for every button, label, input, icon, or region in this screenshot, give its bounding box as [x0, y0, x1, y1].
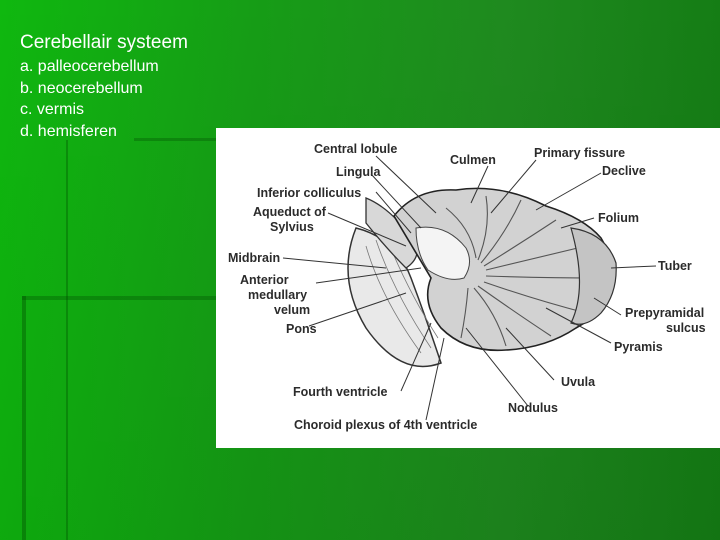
list-item: d. hemisferen	[20, 122, 117, 140]
label-fourth-ventricle: Fourth ventricle	[293, 385, 388, 399]
label-midbrain: Midbrain	[228, 251, 280, 265]
list-item: b. neocerebellum	[20, 79, 143, 97]
slide-bullet-list: a. palleocerebellum b. neocerebellum c. …	[20, 56, 159, 142]
label-choroid-plexus: Choroid plexus of 4th ventricle	[294, 418, 477, 432]
decorative-stripe	[22, 296, 26, 540]
leader-lines	[282, 155, 657, 421]
decorative-stripe	[66, 140, 68, 540]
label-pyramis: Pyramis	[614, 340, 663, 354]
white-matter-core	[415, 226, 470, 280]
label-uvula: Uvula	[561, 375, 596, 389]
label-folium: Folium	[598, 211, 639, 225]
arbor-vitae	[445, 195, 602, 347]
label-prepyramidal-line2: sulcus	[666, 321, 706, 335]
label-velum: velum	[274, 303, 310, 317]
hemisphere-lobe	[570, 227, 617, 325]
list-item: a. palleocerebellum	[20, 58, 159, 75]
midbrain-shape	[365, 197, 418, 269]
label-nodulus: Nodulus	[508, 401, 558, 415]
label-central-lobule: Central lobule	[314, 142, 397, 156]
label-lingula: Lingula	[336, 165, 381, 179]
label-prepyramidal-line1: Prepyramidal	[625, 306, 704, 320]
label-medullary: medullary	[248, 288, 307, 302]
label-primary-fissure: Primary fissure	[534, 146, 625, 160]
cerebellum-diagram: Central lobule Culmen Primary fissure Li…	[228, 142, 706, 432]
label-declive: Declive	[602, 164, 646, 178]
cerebellum-figure: Central lobule Culmen Primary fissure Li…	[216, 128, 720, 448]
decorative-stripe	[134, 138, 216, 141]
slide-title: Cerebellair systeem	[20, 32, 188, 53]
label-inferior-colliculus: Inferior colliculus	[257, 186, 361, 200]
list-item: c. vermis	[20, 101, 84, 118]
decorative-stripe	[22, 296, 218, 300]
label-pons: Pons	[286, 322, 317, 336]
label-anterior: Anterior	[240, 273, 289, 287]
label-aqueduct-line1: Aqueduct of	[253, 205, 327, 219]
label-tuber: Tuber	[658, 259, 692, 273]
label-culmen: Culmen	[450, 153, 496, 167]
label-aqueduct-line2: Sylvius	[270, 220, 314, 234]
